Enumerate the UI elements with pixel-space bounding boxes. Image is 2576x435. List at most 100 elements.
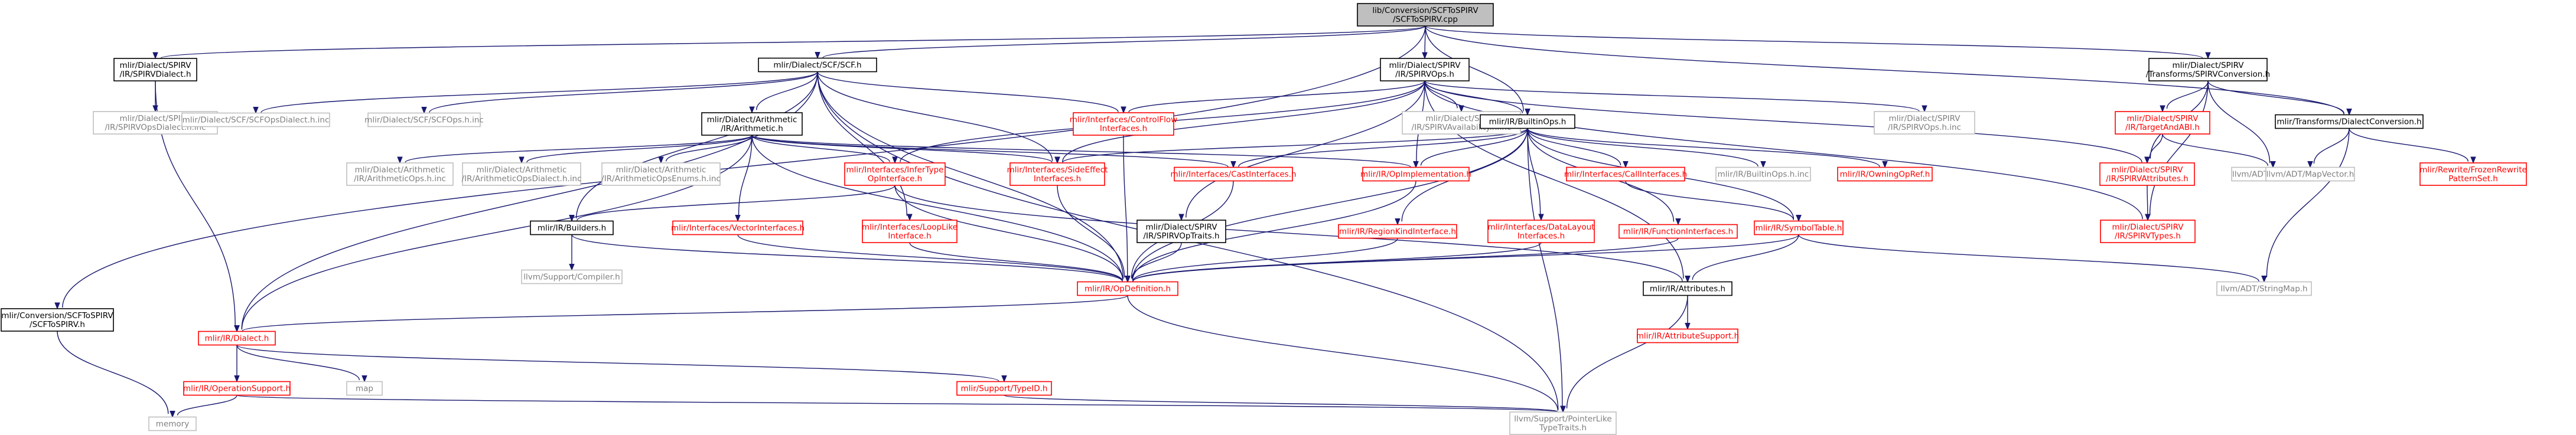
arrowhead	[1001, 375, 1007, 382]
node-label-line: /IR/ArithmeticOps.h.inc	[354, 174, 446, 184]
node-label-line: /SCFToSPIRV.cpp	[1393, 15, 1458, 24]
node-label-line: mlir/IR/OpImplementation.h	[1360, 170, 1471, 179]
node-label-line: mlir/IR/OwningOpRef.h	[1840, 170, 1930, 179]
edge-irdialect-to-typeid	[236, 344, 999, 382]
edge-regionkind-to-opdef	[1132, 238, 1398, 282]
edge-datalayout-to-opdef	[1132, 242, 1542, 282]
node-box	[530, 220, 614, 236]
arrowhead	[1422, 52, 1428, 60]
node-label-line: mlir/Interfaces/ControlFlow	[1070, 115, 1177, 125]
node-box	[2148, 58, 2268, 81]
edge-spirvops-to-spirvoptraits	[1186, 80, 1425, 218]
node-arith[interactable]: mlir/Dialect/Arithmetic/IR/Arithmetic.h	[701, 112, 803, 136]
node-attrsupport[interactable]: mlir/IR/AttributeSupport.h	[1636, 328, 1740, 344]
node-label-line: llvm/ADT/StringMap.h	[2220, 284, 2307, 294]
arrowhead	[1685, 276, 1691, 283]
node-box	[1618, 224, 1738, 239]
node-spirvops[interactable]: mlir/Dialect/SPIRV/IR/SPIRVOps.h	[1380, 58, 1470, 81]
node-mapvector: llvm/ADT/MapVector.h	[2265, 166, 2355, 182]
node-label-line: /Transforms/SPIRVConversion.h	[2146, 70, 2270, 79]
node-box	[198, 331, 276, 346]
node-box	[1715, 166, 1811, 182]
node-opimpl[interactable]: mlir/IR/OpImplementation.h	[1360, 166, 1471, 182]
arrowhead	[421, 106, 427, 114]
node-label-line: llvm/ADT/MapVector.h	[2266, 170, 2354, 179]
node-symboltable[interactable]: mlir/IR/SymbolTable.h	[1754, 220, 1844, 236]
edge-root-to-scftospirvh	[62, 25, 1426, 308]
node-box	[148, 416, 197, 431]
node-label-line: mlir/Interfaces/VectorInterfaces.h	[671, 224, 805, 233]
edge-spirvconv-to-smallset	[2207, 80, 2271, 163]
node-box	[2099, 162, 2195, 186]
edge-scf-to-scfopshinc	[429, 71, 818, 113]
edge-arith-to-arithopsdialect	[526, 135, 753, 163]
edge-scf-to-opdef	[817, 71, 1124, 279]
edge-infertype-to-builders	[577, 185, 895, 221]
node-label-line: /IR/Arithmetic.h	[721, 124, 783, 133]
arrowhead	[1623, 161, 1629, 168]
arrowhead	[397, 156, 403, 164]
arrowhead	[170, 411, 175, 418]
node-opdef[interactable]: mlir/IR/OpDefinition.h	[1077, 281, 1178, 296]
node-label-line: Interfaces.h	[1517, 231, 1565, 241]
arrowhead	[519, 156, 525, 164]
node-label-line: map	[356, 384, 373, 394]
node-cast[interactable]: mlir/Interfaces/CastInterfaces.h	[1170, 166, 1297, 182]
edge-opdef-to-irdialect	[242, 295, 1128, 332]
node-spirvconv[interactable]: mlir/Dialect/SPIRV/Transforms/SPIRVConve…	[2146, 58, 2270, 81]
node-box	[183, 381, 291, 396]
arrowhead	[1538, 214, 1544, 221]
edge-spirvconv-to-targetandabi	[2166, 80, 2209, 109]
node-spirvtypes[interactable]: mlir/Dialect/SPIRV/IR/SPIRVTypes.h	[2100, 220, 2196, 243]
node-irdialect[interactable]: mlir/IR/Dialect.h	[198, 331, 276, 346]
node-box	[1509, 411, 1617, 435]
node-label-line: mlir/Interfaces/CallInterfaces.h	[1564, 170, 1687, 179]
edge-spirvops-to-spirvattrs	[1424, 80, 2142, 163]
node-vectorif[interactable]: mlir/Interfaces/VectorInterfaces.h	[671, 220, 805, 236]
node-root[interactable]: lib/Conversion/SCFToSPIRV/SCFToSPIRV.cpp	[1357, 3, 1494, 27]
node-scf[interactable]: mlir/Dialect/SCF/SCF.h	[758, 57, 877, 73]
edge-symboltable-to-attributes	[1692, 234, 1799, 280]
node-functionif[interactable]: mlir/IR/FunctionInterfaces.h	[1618, 224, 1738, 239]
node-spirvoptraits[interactable]: mlir/Dialect/SPIRV/IR/SPIRVOpTraits.h	[1136, 220, 1226, 243]
node-owningopref[interactable]: mlir/IR/OwningOpRef.h	[1837, 166, 1933, 182]
node-spirvdialect[interactable]: mlir/Dialect/SPIRV/IR/SPIRVDialect.h	[113, 58, 197, 81]
edge-dialectconv-to-stringmap	[2266, 128, 2350, 277]
edge-callif-to-symboltable	[1625, 181, 1794, 220]
node-box	[758, 57, 877, 73]
node-label-line: mlir/IR/Dialect.h	[205, 334, 269, 344]
edge-arith-to-irdialect	[241, 135, 753, 330]
node-spirvattrs[interactable]: mlir/Dialect/SPIRV/IR/SPIRVAttributes.h	[2099, 162, 2195, 186]
node-targetandabi[interactable]: mlir/Dialect/SPIRV/IR/TargetAndABI.h	[2115, 111, 2210, 135]
node-box	[1357, 3, 1494, 27]
edge-arith-to-arithops	[405, 135, 753, 163]
arrowhead	[1560, 405, 1566, 413]
node-builtinops[interactable]: mlir/IR/BuiltinOps.h	[1480, 114, 1575, 129]
edge-builtinops-to-opimpl	[1420, 128, 1528, 166]
node-typeid[interactable]: mlir/Support/TypeID.h	[956, 381, 1052, 396]
node-callif[interactable]: mlir/Interfaces/CallInterfaces.h	[1564, 166, 1687, 182]
edge-arith-to-cast	[751, 135, 1229, 168]
node-box	[1380, 58, 1470, 81]
node-scftospirvh[interactable]: mlir/Conversion/SCFToSPIRV/SCFToSPIRV.h	[1, 308, 114, 332]
node-label-line: /IR/SPIRVTypes.h	[2115, 231, 2181, 241]
node-regionkind[interactable]: mlir/IR/RegionKindInterface.h	[1338, 224, 1457, 239]
node-dialectconv[interactable]: mlir/Transforms/DialectConversion.h	[2275, 114, 2424, 129]
node-builders[interactable]: mlir/IR/Builders.h	[530, 220, 614, 236]
node-label-line: mlir/Rewrite/FrozenRewrite	[2419, 165, 2527, 175]
node-compiler: llvm/Support/Compiler.h	[521, 269, 623, 284]
node-label-line: mlir/Dialect/SCF/SCFOps.h.inc	[364, 116, 484, 125]
node-label-line: /IR/ArithmeticOpsEnums.h.inc	[601, 174, 721, 184]
node-attributes[interactable]: mlir/IR/Attributes.h	[1643, 281, 1732, 296]
edge-spirvops-to-spirvopshinc	[1424, 80, 1920, 112]
node-opsupport[interactable]: mlir/IR/OperationSupport.h	[183, 381, 291, 396]
edge-arith-to-vectorif	[738, 135, 753, 216]
arrowhead	[1054, 156, 1060, 164]
